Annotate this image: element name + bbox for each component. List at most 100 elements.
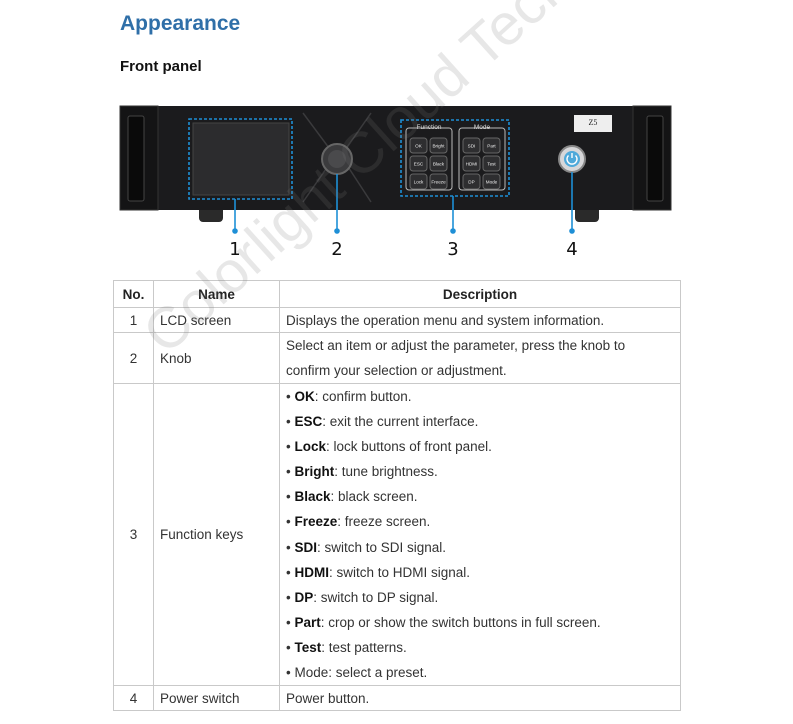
feature-text: : lock buttons of front panel. xyxy=(326,439,492,455)
row-no: 4 xyxy=(113,685,154,712)
panel-key xyxy=(482,173,501,190)
model-label-plate xyxy=(574,115,612,132)
feature-text: : crop or show the switch buttons in ful… xyxy=(320,614,601,630)
power-icon xyxy=(566,155,578,165)
feature-text: : test patterns. xyxy=(321,639,407,655)
panel-key-label: Freeze xyxy=(431,180,446,185)
panel-key-label: SDI xyxy=(468,144,476,149)
table-row: 1 LCD screen Displays the operation menu… xyxy=(113,307,681,333)
feature-text: : confirm button. xyxy=(314,389,412,404)
feature-key: Freeze xyxy=(294,514,338,530)
panel-key xyxy=(462,137,481,154)
feature-item: • Part: crop or show the switch buttons … xyxy=(286,614,601,630)
panel-key-label: DP xyxy=(468,180,474,185)
callout-number-3: 3 xyxy=(447,239,458,260)
feature-item: • Freeze: freeze screen. xyxy=(286,514,431,530)
mode-group-label: Mode xyxy=(474,124,491,131)
panel-key xyxy=(482,155,501,172)
description-line: confirm your selection or adjustment. xyxy=(286,363,507,378)
keys-callout-box xyxy=(400,119,510,197)
callout-dot-2 xyxy=(334,228,340,234)
row-no: 3 xyxy=(113,382,154,687)
feature-item: • OK: confirm button. xyxy=(286,389,412,404)
header-description: Description xyxy=(279,280,681,308)
callout-dot-1 xyxy=(232,228,238,234)
feature-text: : black screen. xyxy=(330,489,418,505)
rack-slot-right xyxy=(646,115,664,202)
row-name: LCD screen xyxy=(153,307,280,333)
description-line: Select an item or adjust the parameter, … xyxy=(286,338,626,353)
lcd-callout-box xyxy=(188,118,293,200)
feature-item: • Bright: tune brightness. xyxy=(286,464,438,480)
panel-key xyxy=(429,173,448,190)
panel-key-label: ESC xyxy=(414,162,424,167)
row-name: Function keys xyxy=(153,382,280,687)
feature-item: • SDI: switch to SDI signal. xyxy=(286,539,447,555)
feature-text: : switch to SDI signal. xyxy=(317,539,447,555)
feature-item: • Black: black screen. xyxy=(286,489,418,505)
feature-item: • Test: test patterns. xyxy=(286,639,407,655)
feature-key: Black xyxy=(294,489,331,505)
table-row: 2 Knob Select an item or adjust the para… xyxy=(113,332,681,384)
lcd-screen xyxy=(192,122,290,196)
header-no: No. xyxy=(113,280,154,308)
row-description: Displays the operation menu and system i… xyxy=(279,307,681,333)
panel-key-label: Part xyxy=(487,144,496,149)
table-row: 3 Function keys • OK: confirm button.• E… xyxy=(113,382,681,687)
row-name: Power switch xyxy=(153,685,280,712)
callout-number-1: 1 xyxy=(229,239,240,260)
row-name: Knob xyxy=(153,332,280,384)
feature-text: : switch to DP signal. xyxy=(313,589,439,605)
panel-key-label: Mode xyxy=(486,180,498,185)
panel-key-label: Lock xyxy=(414,180,424,185)
function-group-frame xyxy=(405,127,453,191)
feature-text: : exit the current interface. xyxy=(322,414,479,430)
table-header-row: No. Name Description xyxy=(113,280,681,308)
panel-key xyxy=(409,137,428,154)
panel-key xyxy=(482,137,501,154)
feature-key: HDMI xyxy=(294,564,329,580)
panel-key-label: Test xyxy=(487,162,496,167)
panel-key xyxy=(462,173,481,190)
feature-key: ESC xyxy=(294,414,323,430)
feature-key: Bright xyxy=(294,464,335,480)
callout-number-2: 2 xyxy=(331,239,342,260)
knob-highlight xyxy=(328,150,346,168)
rack-slot-left xyxy=(127,115,145,202)
table-row: 4 Power switch Power button. xyxy=(113,685,681,712)
row-no: 2 xyxy=(113,332,154,384)
panel-key xyxy=(409,173,428,190)
page-title: Appearance xyxy=(120,12,241,35)
feature-item: • Mode: select a preset. xyxy=(286,665,428,681)
feature-key: Part xyxy=(294,614,321,630)
function-group-label: Function xyxy=(417,124,442,131)
section-subtitle: Front panel xyxy=(120,58,202,75)
panel-key-label: HDMI xyxy=(466,162,478,167)
model-label: Z5 xyxy=(589,118,598,127)
panel-key-label: Black xyxy=(433,162,445,167)
row-description: Power button. xyxy=(279,685,681,712)
panel-key xyxy=(429,155,448,172)
feature-text: : freeze screen. xyxy=(337,514,431,530)
feature-list: • OK: confirm button.• ESC: exit the cur… xyxy=(286,384,674,660)
feature-key: DP xyxy=(294,589,314,605)
feature-key: Lock xyxy=(294,439,326,455)
feature-item: • Lock: lock buttons of front panel. xyxy=(286,439,492,455)
panel-key-label: Bright xyxy=(432,144,445,149)
mode-group-frame xyxy=(458,127,506,191)
panel-key xyxy=(429,137,448,154)
row-description: • OK: confirm button.• ESC: exit the cur… xyxy=(279,382,681,687)
feature-key: OK xyxy=(294,389,315,404)
header-name: Name xyxy=(153,280,280,308)
panel-key xyxy=(409,155,428,172)
feature-item: • HDMI: switch to HDMI signal. xyxy=(286,564,471,580)
front-panel-table: No. Name Description 1 LCD screen Displa… xyxy=(113,280,681,712)
panel-key-label: OK xyxy=(415,144,423,149)
row-no: 1 xyxy=(113,307,154,333)
callout-dot-3 xyxy=(450,228,456,234)
feature-key: Test xyxy=(294,639,322,655)
feature-key: SDI xyxy=(294,539,317,555)
